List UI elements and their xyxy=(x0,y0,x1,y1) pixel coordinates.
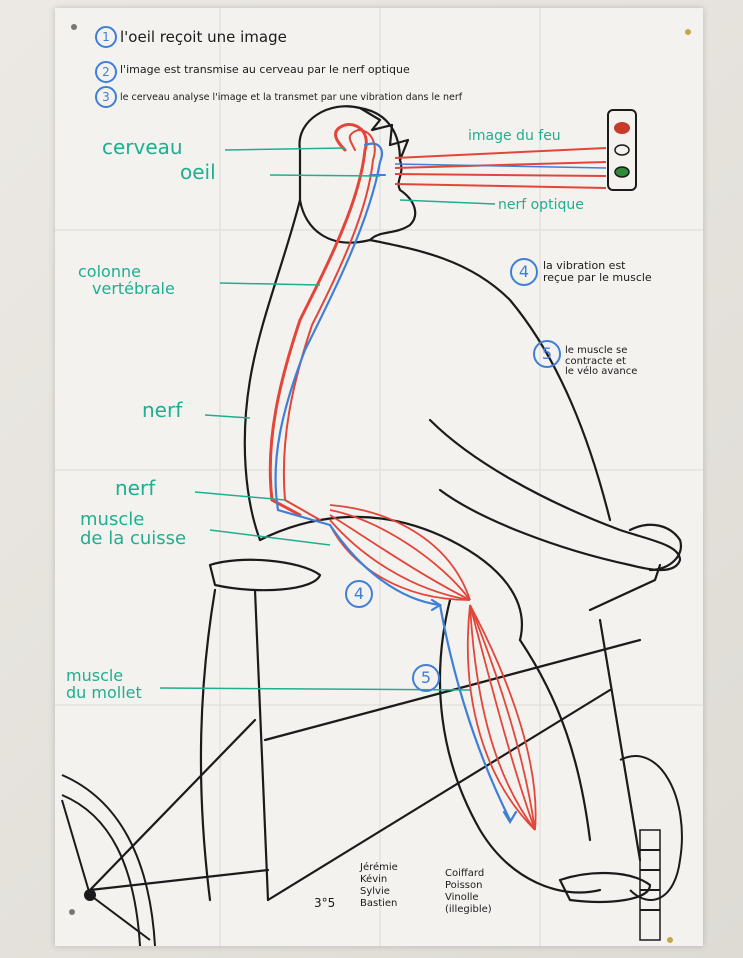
step-5-line3: le vélo avance xyxy=(565,367,637,378)
step-4-marker: 4 xyxy=(510,258,538,286)
step-4-line1: la vibration est xyxy=(543,260,652,272)
seat-post xyxy=(255,590,268,900)
signature-name: Vinolle xyxy=(445,892,492,904)
step-5-text: le muscle se contracte et le vélo avance xyxy=(565,346,637,378)
step-5-line1: le muscle se xyxy=(565,346,637,357)
label-muscle-cuisse-line2: de la cuisse xyxy=(80,530,186,549)
marker-4-thigh: 4 xyxy=(345,580,373,608)
step-4-text: la vibration est reçue par le muscle xyxy=(543,260,652,283)
step-3-marker: 3 xyxy=(95,86,117,108)
label-colonne-line2: vertébrale xyxy=(78,281,175,298)
label-muscle-mollet-line2: du mollet xyxy=(66,685,142,702)
shoe xyxy=(560,873,650,902)
label-leaders xyxy=(160,148,495,690)
step-1-marker: 1 xyxy=(95,26,117,48)
front-wheel xyxy=(620,756,682,940)
signature-name: Poisson xyxy=(445,880,492,892)
signature-names-col2: Coiffard Poisson Vinolle (illegible) xyxy=(445,868,492,916)
step-3-text: le cerveau analyse l'image et la transme… xyxy=(120,93,462,103)
fork xyxy=(600,620,640,860)
arm-outline xyxy=(430,420,680,570)
handlebar-stem xyxy=(590,565,660,610)
signature-name: Kévin xyxy=(360,874,398,886)
label-image-du-feu: image du feu xyxy=(468,129,561,144)
step-2-text: l'image est transmise au cerveau par le … xyxy=(120,64,410,76)
seatstay xyxy=(90,720,255,890)
label-nerf-optique: nerf optique xyxy=(498,198,584,213)
label-cerveau: cerveau xyxy=(102,137,183,158)
label-muscle-mollet: muscle du mollet xyxy=(66,668,142,702)
frame-down xyxy=(268,690,610,900)
label-nerf-1: nerf xyxy=(142,400,182,421)
step-1-text: l'oeil reçoit une image xyxy=(120,30,287,46)
signature-name: Jérémie xyxy=(360,862,398,874)
calf-muscle xyxy=(468,605,536,830)
step-2-marker: 2 xyxy=(95,61,117,83)
label-colonne: colonne vertébrale xyxy=(78,264,175,298)
hand xyxy=(630,525,681,570)
marker-5-calf: 5 xyxy=(412,664,440,692)
signature-class: 3°5 xyxy=(314,897,335,910)
signature-name: (illegible) xyxy=(445,904,492,916)
step-5-marker: 5 xyxy=(533,340,561,368)
thigh-outline xyxy=(260,517,522,640)
saddle xyxy=(210,560,320,590)
signature-name: Sylvie xyxy=(360,886,398,898)
label-oeil: oeil xyxy=(180,162,216,183)
pants-left xyxy=(201,590,215,900)
rear-wheel xyxy=(62,775,155,946)
label-muscle-cuisse: muscle de la cuisse xyxy=(80,511,186,549)
signature-names-col1: Jérémie Kévin Sylvie Bastien xyxy=(360,862,398,910)
signature-name: Bastien xyxy=(360,898,398,910)
label-nerf-2: nerf xyxy=(115,478,155,499)
spinal-nerve xyxy=(270,125,385,525)
hair xyxy=(360,108,408,160)
traffic-light xyxy=(608,110,636,190)
chainstay xyxy=(90,870,268,890)
light-rays xyxy=(395,148,606,188)
signature-name: Coiffard xyxy=(445,868,492,880)
step-4-line2: reçue par le muscle xyxy=(543,272,652,284)
